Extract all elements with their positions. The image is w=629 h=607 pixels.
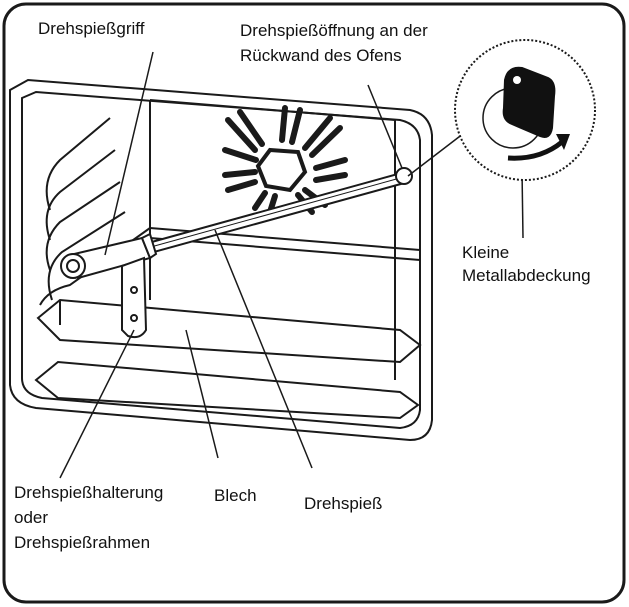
spit-holder xyxy=(121,256,148,339)
rotation-arrow-icon xyxy=(507,134,570,161)
label-spit-opening-line1: Drehspießöffnung an der xyxy=(240,21,428,40)
fan-vent-icon xyxy=(222,105,348,215)
label-spit: Drehspieß xyxy=(304,494,383,513)
label-spit-holder-line2: oder xyxy=(14,508,49,527)
leader-lines xyxy=(59,51,524,479)
label-spit-handle: Drehspießgriff xyxy=(38,19,145,38)
label-metal-cover-line2: Metallabdeckung xyxy=(462,266,591,285)
label-spit-holder-line1: Drehspießhalterung xyxy=(14,483,164,502)
tray xyxy=(34,298,422,420)
label-spit-holder-line3: Drehspießrahmen xyxy=(14,533,151,552)
spit-handle xyxy=(60,232,158,280)
spit-opening xyxy=(395,167,413,185)
label-spit-opening-line2: Rückwand des Ofens xyxy=(240,46,402,65)
label-metal-cover-line1: Kleine xyxy=(462,243,510,262)
label-tray: Blech xyxy=(214,486,257,505)
metal-cover xyxy=(502,66,556,138)
detail-zoom-circle xyxy=(454,39,596,181)
